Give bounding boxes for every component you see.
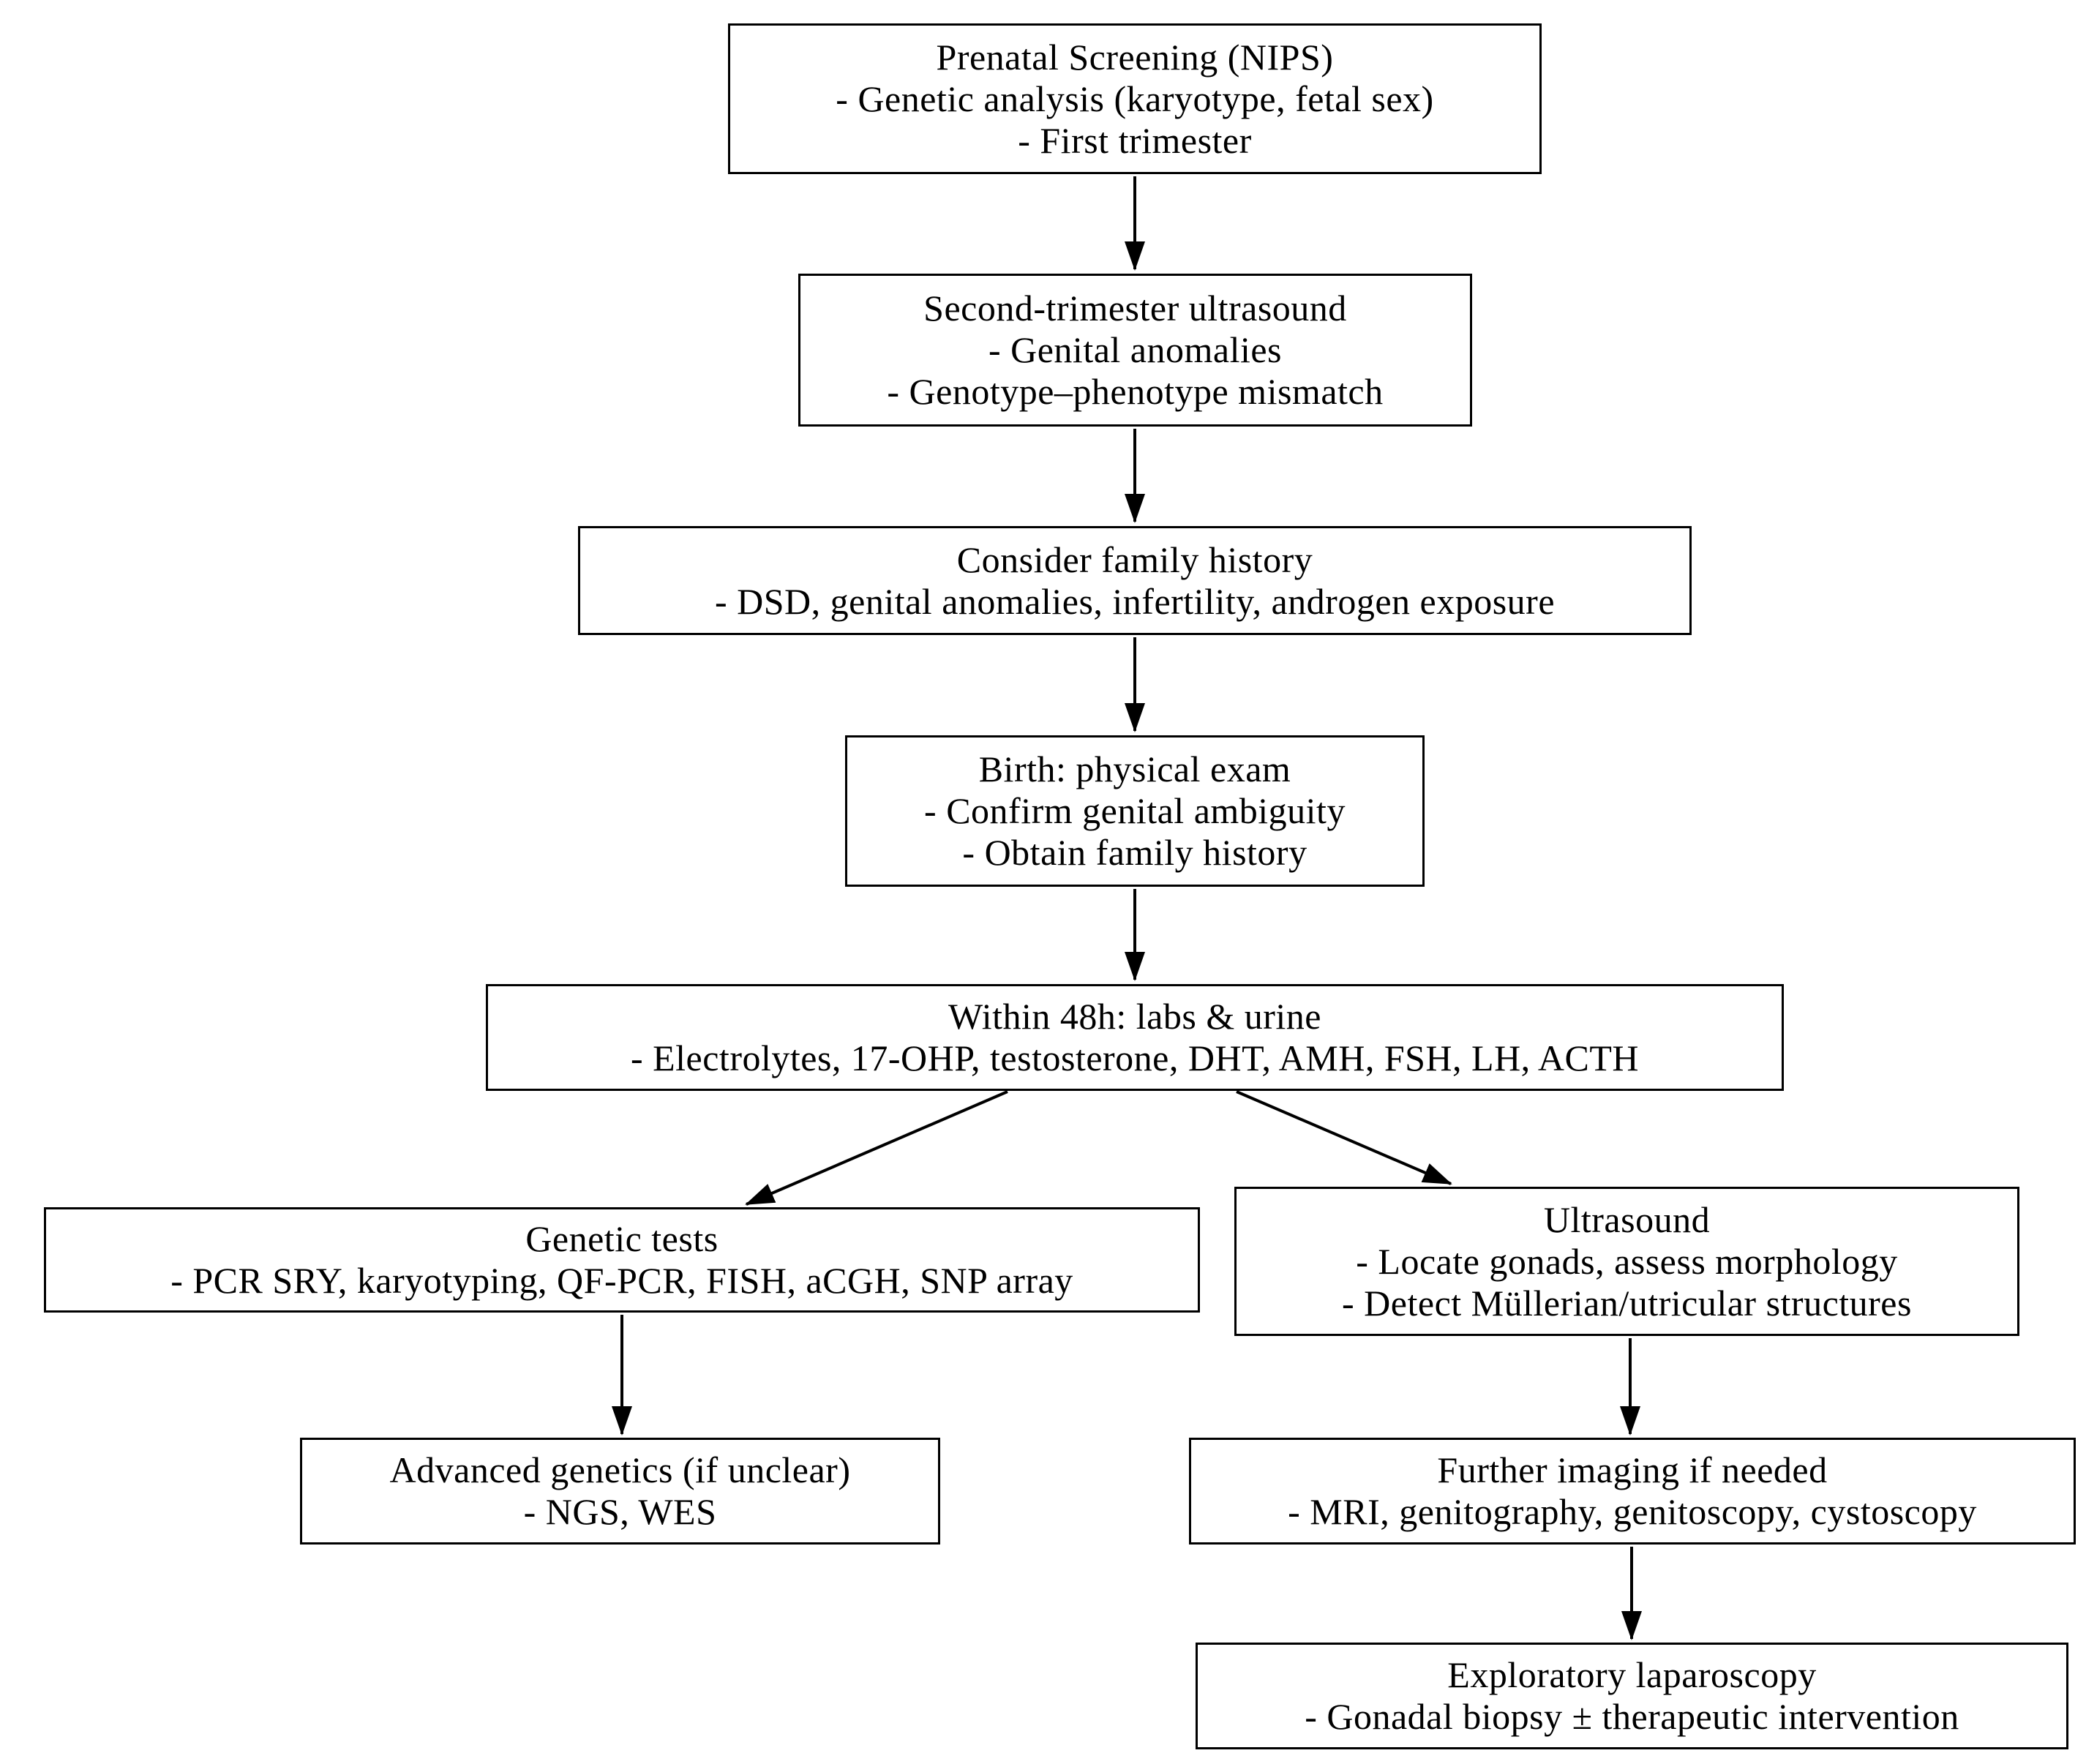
node-further-imaging: Further imaging if needed - MRI, genitog… [1189, 1438, 2076, 1545]
node-title: Birth: physical exam [978, 748, 1291, 789]
node-detail: - First trimester [1018, 119, 1252, 161]
node-title: Second-trimester ultrasound [923, 288, 1347, 329]
node-birth-physical-exam: Birth: physical exam - Confirm genital a… [845, 735, 1425, 887]
node-detail: - Locate gonads, assess morphology [1356, 1240, 1898, 1282]
node-detail: - Genetic analysis (karyotype, fetal sex… [836, 78, 1434, 119]
node-title: Ultrasound [1543, 1198, 1711, 1240]
node-detail: - PCR SRY, karyotyping, QF-PCR, FISH, aC… [170, 1260, 1073, 1301]
node-prenatal-screening: Prenatal Screening (NIPS) - Genetic anal… [728, 23, 1542, 174]
node-title: Genetic tests [525, 1218, 719, 1259]
node-second-trimester-ultrasound: Second-trimester ultrasound - Genital an… [798, 274, 1472, 427]
node-detail: - Obtain family history [962, 832, 1307, 873]
node-detail: - Genotype–phenotype mismatch [887, 371, 1384, 412]
node-detail: - MRI, genitography, genitoscopy, cystos… [1288, 1491, 1977, 1532]
node-detail: - Gonadal biopsy ± therapeutic intervent… [1305, 1696, 1959, 1737]
node-consider-family-history: Consider family history - DSD, genital a… [578, 526, 1692, 635]
node-detail: - Detect Müllerian/utricular structures [1342, 1282, 1912, 1324]
node-title: Further imaging if needed [1437, 1449, 1828, 1490]
node-detail: - Confirm genital ambiguity [924, 790, 1346, 831]
node-genetic-tests: Genetic tests - PCR SRY, karyotyping, QF… [44, 1207, 1200, 1313]
node-detail: - NGS, WES [523, 1491, 717, 1532]
node-title: Prenatal Screening (NIPS) [936, 36, 1334, 78]
node-detail: - DSD, genital anomalies, infertility, a… [714, 580, 1556, 622]
node-title: Advanced genetics (if unclear) [389, 1449, 851, 1490]
arrow-labs-to-ultrasound [1236, 1090, 1452, 1185]
node-title: Exploratory laparoscopy [1447, 1654, 1817, 1695]
node-exploratory-laparoscopy: Exploratory laparoscopy - Gonadal biopsy… [1196, 1643, 2068, 1749]
node-ultrasound: Ultrasound - Locate gonads, assess morph… [1234, 1187, 2019, 1336]
node-title: Consider family history [956, 538, 1313, 580]
node-detail: - Genital anomalies [988, 329, 1283, 370]
node-labs-urine-48h: Within 48h: labs & urine - Electrolytes,… [486, 984, 1784, 1091]
node-title: Within 48h: labs & urine [948, 996, 1321, 1037]
arrow-labs-to-genetictests [745, 1090, 1008, 1206]
node-detail: - Electrolytes, 17-OHP, testosterone, DH… [630, 1037, 1640, 1078]
node-advanced-genetics: Advanced genetics (if unclear) - NGS, WE… [300, 1438, 940, 1545]
